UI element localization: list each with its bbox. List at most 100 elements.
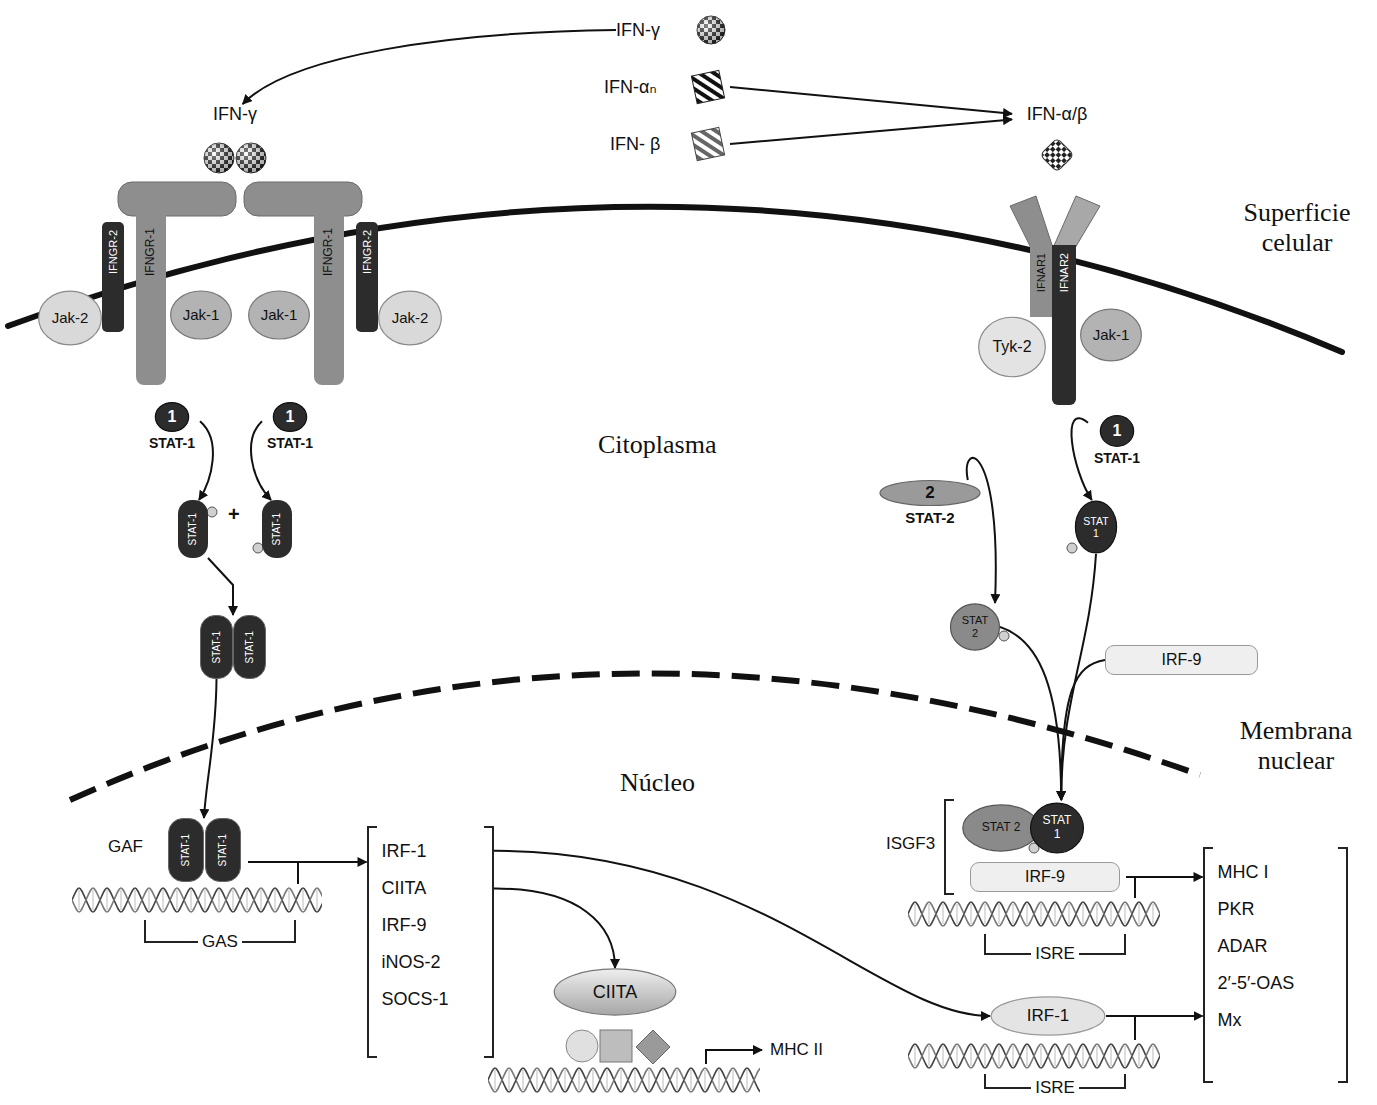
signal-arrow <box>243 30 616 104</box>
node-text: Jak-1 <box>183 306 220 323</box>
transcription-start <box>1134 1016 1136 1040</box>
ligand-label: IFN-γ <box>616 12 728 48</box>
node-text: IFNGR-1 <box>144 228 158 276</box>
label-box: Membrana nuclear <box>1224 716 1368 776</box>
gene-name: 2′-5′-OAS <box>1218 965 1348 1002</box>
complex-name: GAF <box>108 837 143 857</box>
kinase-blob: Jak-1 <box>170 290 232 340</box>
dna-helix <box>908 1040 1160 1072</box>
oval-outline <box>1031 803 1084 853</box>
gene-name: SOCS-1 <box>382 981 494 1018</box>
node-text: IFN-γ <box>616 20 660 41</box>
label-box: Núcleo <box>620 768 695 798</box>
icon-shading <box>236 143 266 173</box>
node-text: IFNGR-2 <box>107 230 120 274</box>
stat-dimer: STAT-1 <box>205 818 241 882</box>
stat-phospho: STAT 2 <box>962 804 1040 852</box>
node-text: STAT-1 <box>211 631 223 663</box>
receptor-chain: IFNGR-2 <box>356 222 378 332</box>
oval-outline <box>171 291 232 339</box>
site-label: GAS <box>198 932 242 952</box>
gene-name: IRF-9 <box>382 907 494 944</box>
gene-list: IRF-1CIITAIRF-9iNOS-2SOCS-1 <box>367 826 494 1058</box>
phosphate-mark <box>999 631 1009 641</box>
stat-number: 1 <box>168 408 177 426</box>
oval-outline <box>249 291 310 339</box>
stat-monomer: 1STAT-1 <box>262 402 318 466</box>
cofactor <box>600 1030 632 1062</box>
stat-number: 1 <box>286 408 295 426</box>
signal-arrow <box>1000 627 1061 800</box>
receptor-head <box>1010 196 1053 248</box>
stat-name: STAT-1 <box>267 435 313 451</box>
receptor-chain: IFNGR-2 <box>102 222 124 332</box>
complex-group: GAF STAT-1 STAT-1 <box>108 815 248 883</box>
dna-helix <box>72 884 322 916</box>
label-box: GAS <box>198 932 242 952</box>
signal-arrow <box>494 851 991 1016</box>
kinase-blob: Jak-1 <box>1080 308 1142 362</box>
kinase-blob: Jak-2 <box>378 290 442 346</box>
gene-name: Mx <box>1218 1002 1348 1039</box>
ifn-gamma-icon <box>204 143 234 173</box>
label-box: ISRE <box>1031 1078 1079 1098</box>
signal-arrow <box>251 421 271 500</box>
stat-oval: 1 <box>273 402 307 432</box>
gene-name: ADAR <box>1218 928 1348 965</box>
gene-name: MHC I <box>1218 854 1348 891</box>
dna-helix <box>908 898 1160 930</box>
oval-outline <box>1100 416 1133 447</box>
receptor-chain: IFNGR-1 <box>136 212 166 385</box>
label-box: + <box>228 503 240 526</box>
stat-number: 1 <box>1113 422 1122 440</box>
stat-monomer: 1STAT-1 <box>144 402 200 466</box>
stat-name: STAT-1 <box>149 435 195 451</box>
label-box: Superficie celular <box>1226 198 1368 258</box>
stat-monomer: 2STAT-2 <box>876 480 984 540</box>
ligand-label: IFN-γ <box>192 104 278 176</box>
ifn-alpha-icon <box>691 70 724 103</box>
ifn-gamma-icon <box>697 16 725 44</box>
node-text: STAT 1 <box>1040 814 1074 842</box>
icon-shading <box>697 16 725 44</box>
node-text: STAT 2 <box>982 821 1021 835</box>
signal-arrow <box>1061 660 1105 800</box>
node-text: IRF-1 <box>1027 1006 1070 1026</box>
stat-phospho: STAT 2 <box>950 603 1000 651</box>
node-text: Jak-2 <box>52 309 89 326</box>
oval-outline <box>1081 309 1142 361</box>
label-box: MHC II <box>770 1040 823 1060</box>
phosphate-mark <box>207 507 217 517</box>
region-label: Superficie celular <box>1226 198 1368 258</box>
stat-name: STAT-1 <box>1094 450 1140 466</box>
cofactor <box>636 1030 670 1064</box>
list-bracket <box>367 826 377 1058</box>
signal-arrow <box>208 558 233 615</box>
irf-bar: IRF-9 <box>1105 645 1258 675</box>
coactivator-oval: CIITA <box>553 968 677 1016</box>
site-label: ISRE <box>1031 1078 1079 1098</box>
stat-dimer: STAT-1 <box>200 615 233 679</box>
stat-dimer: STAT-1 <box>168 818 204 882</box>
node-text: IFNAR2 <box>1058 253 1071 292</box>
stat-monomer: 1STAT-1 <box>1088 415 1146 479</box>
list-bracket <box>1203 847 1213 1083</box>
region-label: Citoplasma <box>598 430 716 460</box>
signal-arrow <box>199 421 213 500</box>
region-label: Membrana nuclear <box>1224 716 1368 776</box>
node-text: Jak-2 <box>392 309 429 326</box>
node-text: IFNGR-2 <box>361 230 374 274</box>
kinase-blob: Jak-2 <box>38 290 102 346</box>
signal-arrow <box>730 87 1012 114</box>
node-text: IRF-9 <box>1162 651 1202 669</box>
oval-outline <box>379 291 442 345</box>
oval-outline <box>39 291 102 345</box>
kinase-blob: Jak-1 <box>248 290 310 340</box>
transcription-start <box>1134 877 1136 898</box>
node-text: STAT-1 <box>217 834 229 866</box>
site-label: ISRE <box>1031 944 1079 964</box>
ligand-label: IFN-αₙ <box>604 68 730 106</box>
gene-name: PKR <box>1218 891 1348 928</box>
complex-bracket <box>945 800 954 894</box>
